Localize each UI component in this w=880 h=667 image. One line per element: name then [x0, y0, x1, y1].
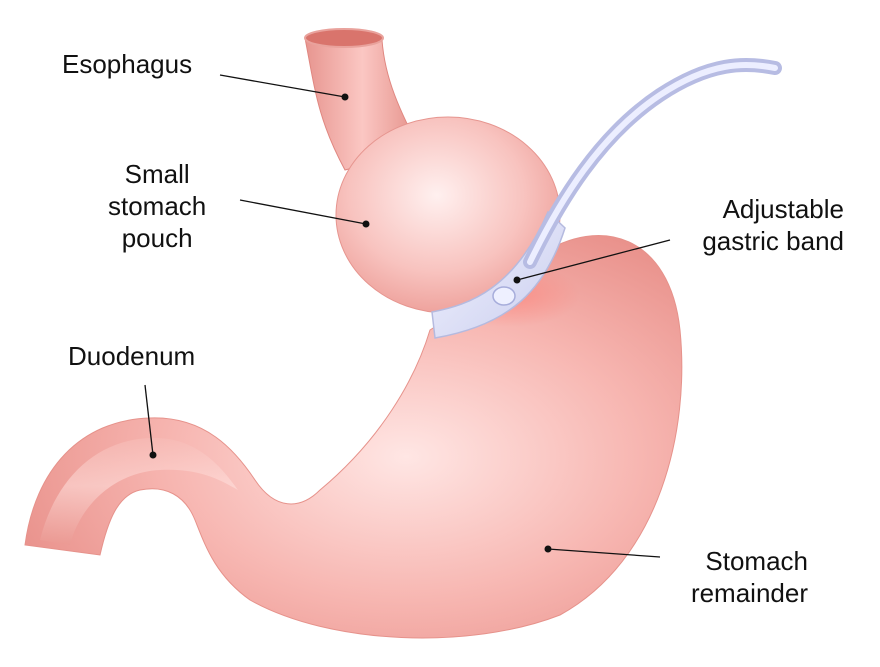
label-esophagus: Esophagus — [62, 48, 192, 80]
esophagus-opening — [305, 29, 383, 47]
duodenum-leader-dot — [150, 452, 157, 459]
label-adjustable-gastric-band: Adjustable gastric band — [702, 193, 844, 257]
label-duodenum: Duodenum — [68, 340, 195, 372]
esophagus-leader-dot — [342, 94, 349, 101]
pouch-leader-dot — [363, 221, 370, 228]
label-stomach-remainder: Stomach remainder — [691, 545, 808, 609]
band-port — [493, 287, 515, 305]
stomach-remainder-shape — [25, 236, 682, 638]
band-leader-dot — [514, 277, 521, 284]
label-small-stomach-pouch: Small stomach pouch — [108, 158, 206, 254]
remainder-leader-dot — [545, 546, 552, 553]
